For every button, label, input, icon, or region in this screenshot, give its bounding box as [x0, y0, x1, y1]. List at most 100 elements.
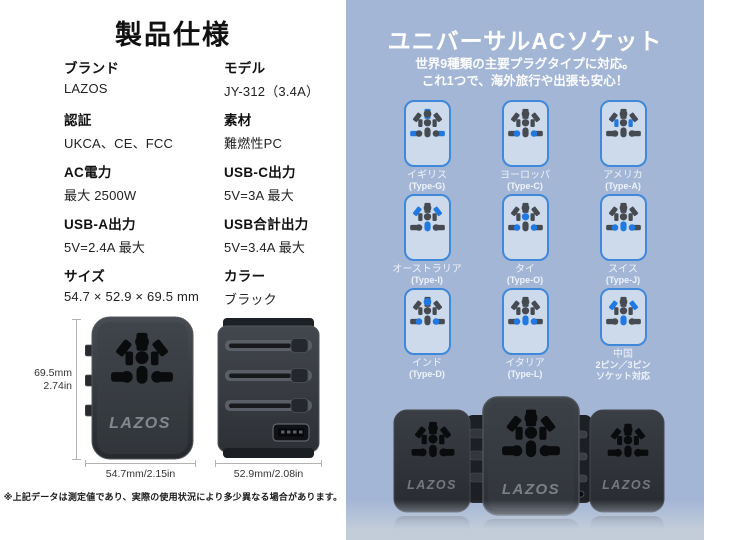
plug-type-label: 2ピン／3ピン	[595, 360, 651, 370]
plug-socket-card	[403, 100, 451, 167]
spec-item-usb-total-output: USB合計出力 5V=3.4A 最大	[224, 213, 346, 265]
socket-type-a-icon	[605, 107, 642, 140]
plug-type-label: (Type-J)	[605, 275, 641, 285]
spec-item-color: カラー ブラック	[224, 265, 346, 317]
reflection-fade	[346, 500, 704, 540]
spec-value: LAZOS	[64, 81, 108, 96]
spec-item-ac-power: AC電力 最大 2500W	[64, 161, 224, 213]
width-dimension-line	[85, 460, 196, 467]
spec-label: サイズ	[64, 269, 105, 284]
plug-type-cell-australia: オーストラリア (Type-I)	[378, 194, 476, 288]
plug-type-cell-thailand: タイ (Type-O)	[476, 194, 574, 288]
plug-country-label: 中国	[613, 349, 633, 360]
spec-label: モデル	[224, 61, 266, 76]
spec-value: JY-312（3.4A）	[224, 84, 320, 99]
panel-subtitle: 世界9種類の主要プラグタイプに対応。 これ1つで、海外旅行や出張も安心！	[415, 57, 635, 88]
usb-a-port-icon	[272, 423, 310, 442]
depth-dimension-label: 52.9mm/2.08in	[233, 468, 304, 480]
plug-socket-card	[501, 100, 549, 167]
plug-socket-card	[403, 194, 451, 261]
spec-label: USB-A出力	[64, 217, 136, 232]
universal-socket-panel: ユニバーサルACソケット 世界9種類の主要プラグタイプに対応。 これ1つで、海外…	[346, 0, 704, 540]
plug-socket-card	[599, 288, 647, 346]
socket-type-l-icon	[507, 295, 544, 328]
spec-item-brand: ブランド LAZOS	[64, 57, 224, 109]
measurement-disclaimer: ※上記データは測定値であり、実際の使用状況により多少異なる場合があります。	[3, 492, 343, 502]
socket-china-icon	[605, 295, 642, 328]
plug-type-cell-switzerland: スイス (Type-J)	[574, 194, 672, 288]
plug-type-label: (Type-C)	[507, 181, 543, 191]
socket-type-i-icon	[409, 201, 446, 234]
spec-value: 5V=2.4A 最大	[64, 240, 146, 255]
plug-socket-card	[403, 288, 451, 355]
plug-country-label: タイ	[515, 264, 535, 275]
socket-type-d-icon	[409, 295, 446, 328]
spec-grid: ブランド LAZOS モデル JY-312（3.4A） 認証 UKCA、CE、F…	[64, 57, 346, 317]
spec-item-material: 素材 難燃性PC	[224, 109, 346, 161]
spec-item-model: モデル JY-312（3.4A）	[224, 57, 346, 109]
spec-label: 素材	[224, 113, 252, 128]
universal-socket-face-icon	[410, 420, 456, 460]
plug-type-label: (Type-G)	[408, 181, 446, 191]
brand-logo: LAZOS	[407, 478, 457, 492]
socket-type-g-icon	[409, 107, 446, 140]
product-front-view-image: LAZOS	[84, 315, 195, 462]
slider-track-2	[225, 368, 312, 383]
adapter-body-side	[217, 318, 320, 458]
plug-country-label: インド	[412, 358, 442, 369]
width-dimension-label: 54.7mm/2.15in	[105, 468, 176, 480]
plug-type-label: (Type-A)	[605, 181, 641, 191]
plug-type-label: (Type-L)	[507, 369, 543, 379]
plug-type-cell-uk: イギリス (Type-G)	[378, 100, 476, 194]
spec-label: ブランド	[64, 61, 120, 76]
plug-type-cell-europe: ヨーロッパ (Type-C)	[476, 100, 574, 194]
brand-logo: LAZOS	[602, 478, 652, 492]
slider-track-1	[225, 338, 312, 353]
spec-title: 製品仕様	[115, 20, 231, 50]
plug-type-label: (Type-D)	[409, 369, 445, 379]
spec-value: 5V=3A 最大	[224, 188, 294, 203]
spec-label: USB合計出力	[224, 217, 309, 232]
spec-item-usbc-output: USB-C出力 5V=3A 最大	[224, 161, 346, 213]
socket-type-c-icon	[507, 107, 544, 140]
plug-country-label: スイス	[608, 264, 638, 275]
brand-logo: LAZOS	[109, 415, 171, 432]
plug-type-grid: イギリス (Type-G) ヨーロッパ (Type-C) アメリカ (Type-…	[378, 100, 672, 382]
slider-track-3	[225, 398, 312, 413]
plug-type-label: (Type-O)	[506, 275, 544, 285]
plug-type-cell-usa: アメリカ (Type-A)	[574, 100, 672, 194]
product-side-view-image	[215, 318, 322, 462]
spec-value: ブラック	[224, 292, 277, 307]
plug-type-cell-italy: イタリア (Type-L)	[476, 288, 574, 382]
height-dimension-line	[72, 319, 81, 460]
spec-value: 最大 2500W	[64, 188, 137, 203]
plug-country-label: ヨーロッパ	[500, 170, 550, 181]
spec-value: UKCA、CE、FCC	[64, 136, 174, 151]
plug-socket-card	[501, 288, 549, 355]
plug-country-label: イギリス	[407, 170, 447, 181]
spec-item-certification: 認証 UKCA、CE、FCC	[64, 109, 224, 161]
universal-socket-face-icon	[500, 407, 562, 461]
plug-country-label: アメリカ	[603, 170, 643, 181]
plug-country-label: オーストラリア	[392, 264, 462, 275]
spec-label: 認証	[64, 113, 92, 128]
spec-value: 54.7 × 52.9 × 69.5 mm	[64, 289, 200, 304]
socket-type-o-icon	[507, 201, 544, 234]
plug-socket-card	[501, 194, 549, 261]
panel-title: ユニバーサルACソケット	[387, 28, 663, 54]
plug-type-cell-india: インド (Type-D)	[378, 288, 476, 382]
brand-logo: LAZOS	[501, 481, 561, 498]
height-dimension-label: 69.5mm 2.74in	[34, 367, 72, 392]
plug-socket-card	[599, 194, 647, 261]
spec-item-size: サイズ 54.7 × 52.9 × 69.5 mm	[64, 265, 224, 317]
spec-label: USB-C出力	[224, 165, 296, 180]
plug-type-label: (Type-I)	[411, 275, 443, 285]
universal-socket-face-icon	[109, 330, 175, 388]
plug-country-label: イタリア	[505, 358, 545, 369]
plug-socket-card	[599, 100, 647, 167]
spec-label: カラー	[224, 269, 266, 284]
socket-type-j-icon	[605, 201, 642, 234]
spec-label: AC電力	[64, 165, 112, 180]
depth-dimension-line	[215, 460, 322, 467]
